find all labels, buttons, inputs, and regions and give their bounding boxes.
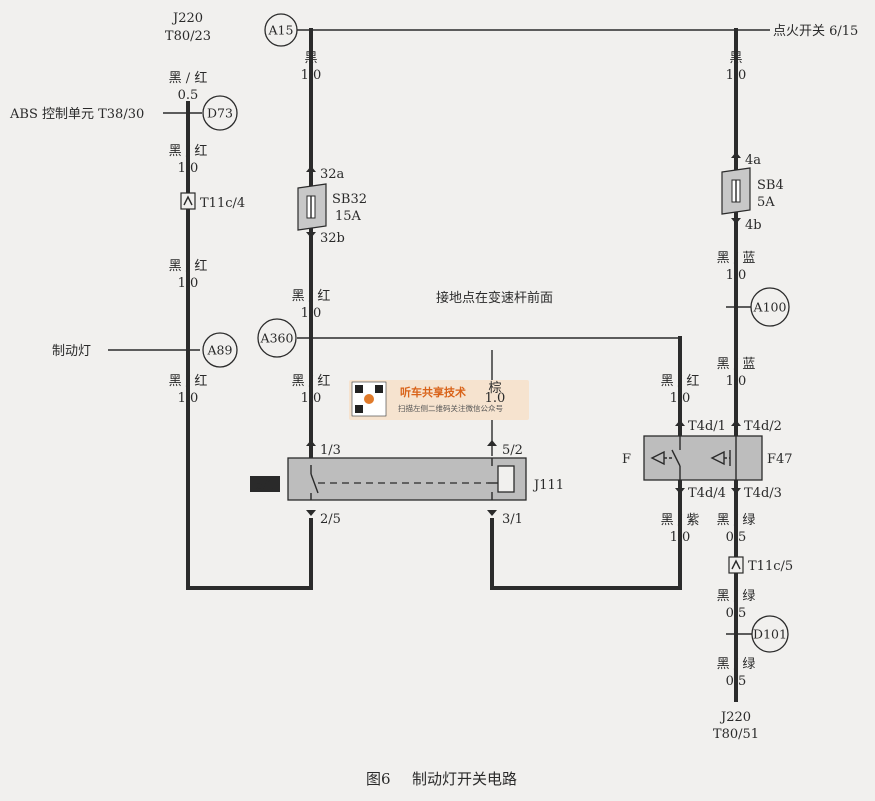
- node-a15: A15: [264, 13, 298, 47]
- relay-tag-box: [250, 476, 280, 492]
- middle-label-2-size: 1.0: [301, 306, 322, 321]
- right-bottom-pin: T80/51: [713, 727, 759, 742]
- left-label-2-size: 1.0: [178, 161, 199, 176]
- svg-text:A360: A360: [260, 331, 294, 346]
- svg-text:A100: A100: [753, 300, 787, 315]
- switch-in-size: 1.0: [670, 391, 691, 406]
- fuse-sb4: [721, 167, 751, 215]
- svg-text:听车共享技术: 听车共享技术: [400, 385, 466, 399]
- relay-pin-2-5: 2/5: [320, 512, 341, 527]
- relay-pin-1-3: 1/3: [320, 443, 341, 458]
- switch-pin-t4d2: T4d/2: [744, 419, 782, 434]
- middle-label-1-color: 黑: [304, 51, 317, 66]
- left-top-pin: T80/23: [165, 29, 211, 44]
- left-label-4-color: 黑 / 红: [169, 373, 208, 389]
- switch-in-color: 黑 / 红: [661, 373, 700, 389]
- abs-label: ABS 控制单元 T38/30: [9, 107, 144, 122]
- caption-title: 制动灯开关电路: [412, 770, 517, 788]
- relay-tag: 5/1: [255, 478, 274, 492]
- right-label-2-color: 黑 / 蓝: [717, 251, 756, 266]
- svg-text:扫描左侧二维码关注微信公众号: 扫描左侧二维码关注微信公众号: [398, 403, 503, 413]
- left-top-connector: J220: [171, 11, 203, 26]
- node-d101: D101: [751, 615, 789, 653]
- right-label-4-size: 0.5: [726, 530, 747, 545]
- right-label-3-color: 黑 / 蓝: [717, 357, 756, 372]
- left-label-3-color: 黑 / 红: [169, 258, 208, 274]
- left-label-1-color: 黑 / 红: [169, 70, 208, 86]
- ignition-label: 点火开关 6/15: [773, 24, 858, 39]
- middle-label-3-size: 1.0: [301, 391, 322, 406]
- relay-ground-color: 棕: [488, 381, 501, 396]
- middle-label-3-color: 黑 / 红: [292, 373, 331, 389]
- left-label-1-size: 0.5: [178, 88, 199, 103]
- relay-j111: [287, 457, 527, 501]
- pin-arrows: [306, 152, 741, 516]
- left-label-2-color: 黑 / 红: [169, 143, 208, 159]
- fuse-sb4-pin-in: 4a: [745, 153, 761, 168]
- switch-pin-t4d1: T4d/1: [688, 419, 726, 434]
- connector-t11c5: [728, 556, 744, 574]
- right-label-1-size: 1.0: [726, 68, 747, 83]
- relay-pin-5-2: 5/2: [502, 443, 523, 458]
- right-label-5-color: 黑 / 绿: [717, 589, 756, 604]
- fuse-sb32: [297, 183, 327, 231]
- fuse-sb32-pin-in: 32a: [320, 167, 345, 182]
- node-a100: A100: [750, 287, 790, 327]
- right-label-6-size: 0.5: [726, 674, 747, 689]
- switch-out-color: 黑 / 紫: [661, 513, 700, 528]
- switch-pin-t4d4: T4d/4: [688, 486, 726, 501]
- svg-text:A89: A89: [207, 343, 233, 358]
- connector-t11c4-label: T11c/4: [200, 196, 245, 211]
- svg-text:D73: D73: [207, 106, 233, 121]
- right-label-5-size: 0.5: [726, 606, 747, 621]
- relay-pin-3-1: 3/1: [502, 512, 523, 527]
- right-label-1-color: 黑: [729, 51, 742, 66]
- right-label-3-size: 1.0: [726, 374, 747, 389]
- left-label-3-size: 1.0: [178, 276, 199, 291]
- connector-t11c5-label: T11c/5: [748, 559, 793, 574]
- right-bottom-connector: J220: [719, 710, 751, 725]
- svg-text:A15: A15: [268, 23, 294, 38]
- caption-figure: 图6: [366, 770, 391, 788]
- fuse-sb32-name: SB32: [332, 192, 367, 207]
- switch-label-f: F: [622, 452, 631, 467]
- right-label-4-color: 黑 / 绿: [717, 513, 756, 528]
- watermark: 听车共享技术 扫描左侧二维码关注微信公众号: [349, 380, 529, 420]
- svg-text:D101: D101: [753, 627, 787, 642]
- switch-out-size: 1.0: [670, 530, 691, 545]
- brake-switch: [643, 435, 763, 481]
- ground-note: 接地点在变速杆前面: [436, 290, 553, 306]
- switch-label-f47: F47: [767, 452, 793, 467]
- fuse-sb4-name: SB4: [757, 178, 784, 193]
- middle-label-1-size: 1.0: [301, 68, 322, 83]
- right-label-2-size: 1.0: [726, 268, 747, 283]
- relay-ground-size: 1.0: [485, 391, 506, 406]
- left-label-4-size: 1.0: [178, 391, 199, 406]
- node-d73: D73: [202, 95, 238, 131]
- node-a89: A89: [202, 332, 238, 368]
- middle-label-2-color: 黑 / 红: [292, 288, 331, 304]
- relay-name: J111: [532, 478, 564, 493]
- fuse-sb32-rating: 15A: [335, 209, 362, 224]
- brake-light-label: 制动灯: [52, 344, 91, 359]
- right-label-6-color: 黑 / 绿: [717, 657, 756, 672]
- fuse-sb4-rating: 5A: [757, 195, 775, 210]
- fuse-sb32-pin-out: 32b: [320, 231, 345, 246]
- node-a360: A360: [257, 318, 297, 358]
- fuse-sb4-pin-out: 4b: [745, 218, 762, 233]
- connector-t11c4: [180, 192, 196, 210]
- switch-pin-t4d3: T4d/3: [744, 486, 782, 501]
